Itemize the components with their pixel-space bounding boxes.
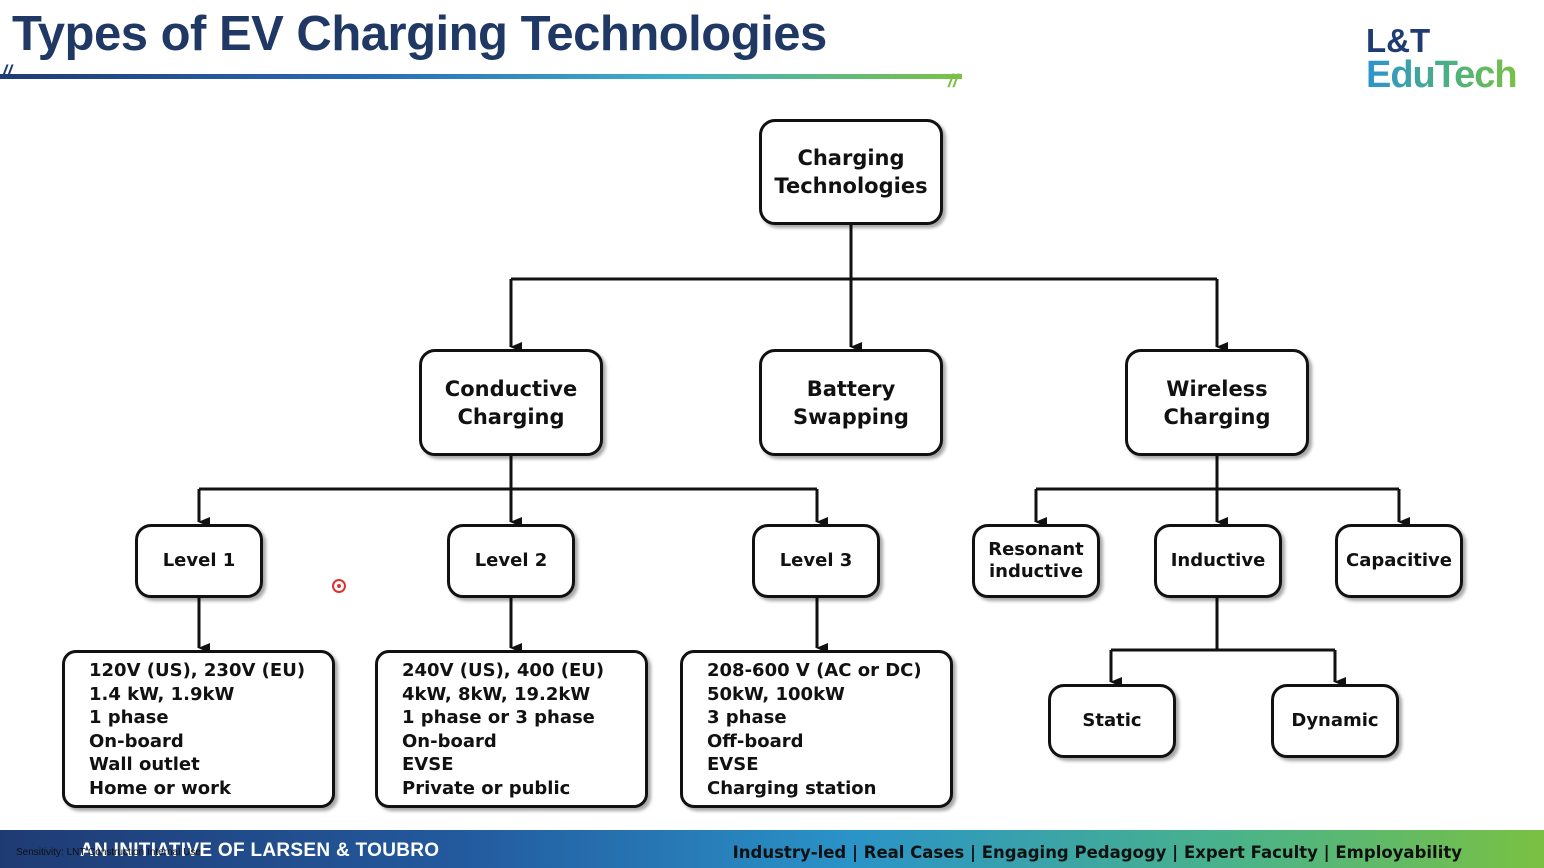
laser-pointer-icon bbox=[332, 579, 346, 593]
footer-bar: AN INITIATIVE OF LARSEN & TOUBRO Sensiti… bbox=[0, 830, 1544, 868]
spec-line: Private or public bbox=[402, 777, 571, 799]
spec-box-level-2: 240V (US), 400 (EU) 4kW, 8kW, 19.2kW 1 p… bbox=[375, 650, 648, 808]
spec-line: 3 phase bbox=[707, 707, 787, 728]
spec-line: On-board bbox=[89, 730, 184, 752]
node-wireless-charging: Wireless Charging bbox=[1125, 349, 1309, 456]
node-label: Level 2 bbox=[474, 550, 548, 571]
spec-line: 50kW, 100kW bbox=[707, 683, 845, 705]
page-title: Types of EV Charging Technologies bbox=[12, 7, 827, 61]
node-static: Static bbox=[1048, 684, 1176, 758]
title-underline bbox=[0, 74, 962, 79]
node-label: Conductive Charging bbox=[444, 376, 578, 429]
lt-edutech-logo: L&T EduTech bbox=[1366, 22, 1518, 96]
node-label: Resonant inductive bbox=[988, 539, 1084, 582]
spec-line: On-board bbox=[402, 730, 497, 752]
node-label: Static bbox=[1082, 710, 1142, 731]
node-inductive: Inductive bbox=[1154, 524, 1282, 598]
connector-lines bbox=[197, 224, 1410, 687]
spec-line: 4kW, 8kW, 19.2kW bbox=[402, 683, 591, 705]
spec-line: Wall outlet bbox=[89, 754, 200, 775]
spec-line: Charging station bbox=[707, 777, 877, 799]
node-capacitive: Capacitive bbox=[1335, 524, 1463, 598]
node-label: Capacitive bbox=[1346, 550, 1452, 571]
node-charging-technologies: Charging Technologies bbox=[759, 119, 943, 225]
node-conductive-charging: Conductive Charging bbox=[419, 349, 603, 456]
spec-line: 120V (US), 230V (EU) bbox=[89, 660, 306, 681]
spec-line: 1.4 kW, 1.9kW bbox=[89, 683, 235, 705]
spec-line: 1 phase or 3 phase bbox=[402, 707, 595, 728]
spec-line: Home or work bbox=[89, 777, 232, 799]
node-battery-swapping: Battery Swapping bbox=[759, 349, 943, 456]
node-level-1: Level 1 bbox=[135, 524, 263, 598]
title-accent-left: // bbox=[2, 62, 13, 82]
spec-box-level-3: 208-600 V (AC or DC) 50kW, 100kW 3 phase… bbox=[680, 650, 953, 808]
spec-line: 208-600 V (AC or DC) bbox=[707, 660, 922, 681]
node-label: Inductive bbox=[1170, 550, 1266, 571]
spec-line: 240V (US), 400 (EU) bbox=[402, 660, 605, 681]
spec-line: EVSE bbox=[707, 754, 759, 775]
title-accent-right: // bbox=[948, 71, 959, 91]
spec-line: 1 phase bbox=[89, 707, 169, 728]
node-label: Charging Technologies bbox=[774, 146, 928, 198]
node-label: Level 1 bbox=[162, 550, 236, 571]
footer-initiative: AN INITIATIVE OF LARSEN & TOUBRO bbox=[80, 840, 440, 861]
node-level-2: Level 2 bbox=[447, 524, 575, 598]
node-label: Battery Swapping bbox=[793, 376, 909, 429]
node-level-3: Level 3 bbox=[752, 524, 880, 598]
node-resonant-inductive: Resonant inductive bbox=[972, 524, 1100, 598]
node-dynamic: Dynamic bbox=[1271, 684, 1399, 758]
footer-tagline: Industry-led | Real Cases | Engaging Ped… bbox=[732, 843, 1462, 862]
logo-lt-text: L&T bbox=[1366, 22, 1431, 59]
node-label: Wireless Charging bbox=[1163, 376, 1271, 429]
spec-box-level-1: 120V (US), 230V (EU) 1.4 kW, 1.9kW 1 pha… bbox=[62, 650, 335, 808]
node-label: Dynamic bbox=[1291, 710, 1379, 731]
footer-sensitivity-label: Sensitivity: LNT Construction Internal U… bbox=[16, 847, 201, 858]
node-label: Level 3 bbox=[779, 550, 853, 571]
charging-technologies-diagram: Charging Technologies Conductive Chargin… bbox=[62, 119, 1463, 808]
spec-line: EVSE bbox=[402, 754, 454, 775]
logo-edutech-text: EduTech bbox=[1366, 54, 1518, 96]
spec-line: Off-board bbox=[707, 730, 804, 752]
